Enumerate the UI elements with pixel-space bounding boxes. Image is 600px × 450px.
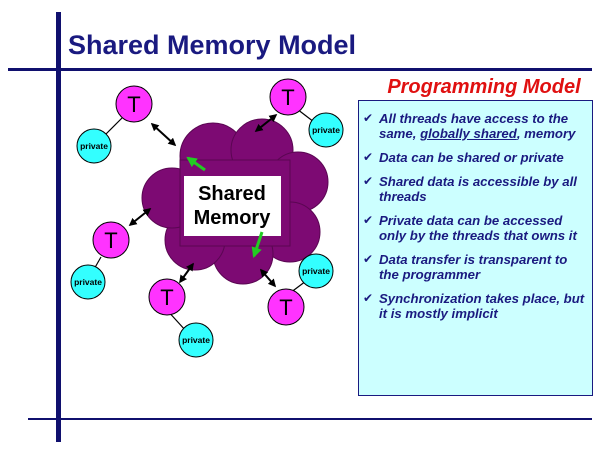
item-text: Synchronization takes place, but it is m… — [379, 291, 585, 321]
shared-memory-label-line2: Memory — [194, 207, 272, 229]
item-text: Private data can be accessed only by the… — [379, 213, 577, 243]
thread-label: T — [127, 92, 140, 117]
shared-memory-label-box — [184, 176, 281, 236]
check-icon: ✔ — [363, 111, 374, 125]
item-text: Shared data is accessible by all threads — [379, 174, 577, 204]
list-item: ✔ Data transfer is transparent to the pro… — [363, 252, 588, 282]
item-text-after: , memory — [516, 126, 576, 141]
private-label: private — [80, 141, 108, 151]
check-icon: ✔ — [363, 174, 374, 188]
thread-node: T — [115, 85, 153, 123]
private-label: private — [312, 125, 340, 135]
programming-model-list: ✔ All threads have access to the same, gl… — [363, 111, 588, 321]
list-item: ✔ Shared data is accessible by all thread… — [363, 174, 588, 204]
list-item: ✔ Synchronization takes place, but it is … — [363, 291, 588, 321]
private-node: private — [298, 253, 334, 289]
private-node: private — [178, 322, 214, 358]
private-label: private — [182, 335, 210, 345]
thread-node: T — [148, 278, 186, 316]
item-text: Data transfer is transparent to the prog… — [379, 252, 568, 282]
thread-node: T — [269, 78, 307, 116]
programming-model-heading: Programming Model — [387, 76, 581, 98]
thread-label: T — [281, 85, 294, 110]
thread-node: T — [92, 221, 130, 259]
private-label: private — [74, 277, 102, 287]
thread-node: T — [267, 288, 305, 326]
item-text-underlined: globally shared — [420, 126, 517, 141]
programming-model-box: ✔ All threads have access to the same, gl… — [358, 100, 593, 396]
thread-label: T — [279, 295, 292, 320]
check-icon: ✔ — [363, 291, 374, 305]
shared-memory-label-line1: Shared — [198, 183, 266, 205]
item-text: Data can be shared or private — [379, 150, 564, 165]
private-label: private — [302, 266, 330, 276]
private-node: private — [308, 112, 344, 148]
check-icon: ✔ — [363, 150, 374, 164]
check-icon: ✔ — [363, 252, 374, 266]
private-node: private — [76, 128, 112, 164]
title-underline-rule — [8, 68, 592, 71]
green-arrow-lower-right — [251, 231, 264, 258]
list-item: ✔ All threads have access to the same, gl… — [363, 111, 588, 141]
green-arrow-upper-left — [186, 156, 206, 172]
left-vertical-rule — [56, 12, 61, 442]
access-arrows — [128, 114, 278, 288]
bottom-rule — [28, 418, 592, 420]
thread-label: T — [104, 228, 117, 253]
thread-label: T — [160, 285, 173, 310]
check-icon: ✔ — [363, 213, 374, 227]
list-item: ✔ Data can be shared or private — [363, 150, 588, 165]
item-text: All threads have access to the same, — [379, 111, 569, 141]
list-item: ✔ Private data can be accessed only by th… — [363, 213, 588, 243]
private-node: private — [70, 264, 106, 300]
slide-title: Shared Memory Model — [68, 30, 357, 60]
